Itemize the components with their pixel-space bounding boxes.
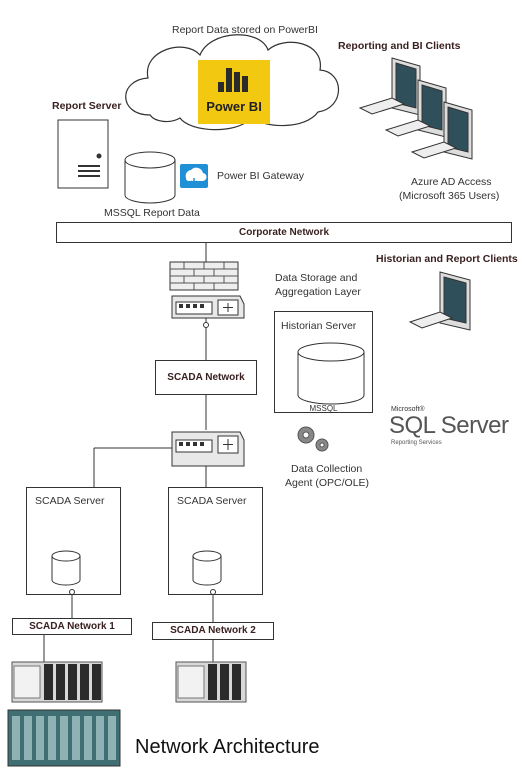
historian-server-box: Historian Server MSSQL: [274, 311, 373, 413]
gears-icon: [297, 426, 329, 452]
report-database-icon: [124, 151, 176, 204]
historian-server-title: Historian Server: [281, 320, 357, 332]
scada-network-label: SCADA Network: [167, 372, 245, 383]
corporate-network-label: Corporate Network: [238, 227, 329, 238]
historian-database-icon: [297, 342, 365, 405]
scada-server-2-box: SCADA Server: [168, 487, 263, 595]
powerbi-logo-icon: [198, 60, 270, 124]
sql-sub-text: Reporting Services: [391, 440, 442, 446]
reporting-clients-title: Reporting and BI Clients: [338, 40, 461, 52]
sql-brand-text: Microsoft®: [391, 406, 425, 413]
scada-network-2-bar: SCADA Network 2: [152, 622, 274, 640]
collection-agent-line1: Data Collection: [291, 463, 363, 475]
scada-server-1-title: SCADA Server: [35, 495, 105, 507]
scada-network-box: SCADA Network: [155, 360, 257, 395]
cloud-caption: Report Data stored on PowerBI: [172, 24, 318, 36]
gateway-icon: [180, 164, 208, 188]
azure-access-line1: Azure AD Access: [411, 176, 492, 188]
plc-rack-icon-2: [175, 661, 247, 703]
reporting-client-monitors-icon: [358, 57, 473, 160]
scada-server-2-title: SCADA Server: [177, 495, 247, 507]
collection-agent-line2: Agent (OPC/OLE): [285, 477, 370, 489]
diagram-title: Network Architecture: [135, 736, 320, 758]
gateway-label: Power BI Gateway: [217, 170, 304, 182]
powerbi-logo-text: Power BI: [206, 99, 262, 114]
sql-product-text: SQL Server: [389, 412, 509, 439]
historian-clients-title: Historian and Report Clients: [376, 253, 518, 265]
scada-network-2-label: SCADA Network 2: [170, 625, 256, 636]
network-switch-icon: [171, 295, 245, 319]
scada-server-1-box: SCADA Server: [26, 487, 121, 595]
corporate-network-bar: Corporate Network: [56, 222, 512, 243]
aggregation-line2: Aggregation Layer: [275, 286, 361, 298]
s7-plc-rack-icon: [7, 709, 121, 767]
scada-network-1-label: SCADA Network 1: [29, 621, 115, 632]
firewall-icon: [169, 261, 239, 291]
scada-network-1-bar: SCADA Network 1: [12, 618, 132, 635]
scada-database-icon-1: [51, 550, 81, 586]
plc-rack-icon-1: [11, 661, 103, 703]
scada-database-icon-2: [192, 550, 222, 586]
historian-client-monitor-icon: [408, 271, 471, 331]
sql-server-logo: Microsoft® SQL Server Reporting Services: [385, 356, 509, 456]
aggregation-line1: Data Storage and: [275, 272, 358, 284]
report-server-icon: [57, 119, 109, 189]
historian-db-label: MSSQL: [309, 404, 338, 413]
mssql-report-label: MSSQL Report Data: [104, 207, 200, 219]
azure-access-line2: (Microsoft 365 Users): [399, 190, 500, 202]
scada-switch-icon: [171, 431, 245, 467]
report-server-title: Report Server: [52, 100, 122, 112]
